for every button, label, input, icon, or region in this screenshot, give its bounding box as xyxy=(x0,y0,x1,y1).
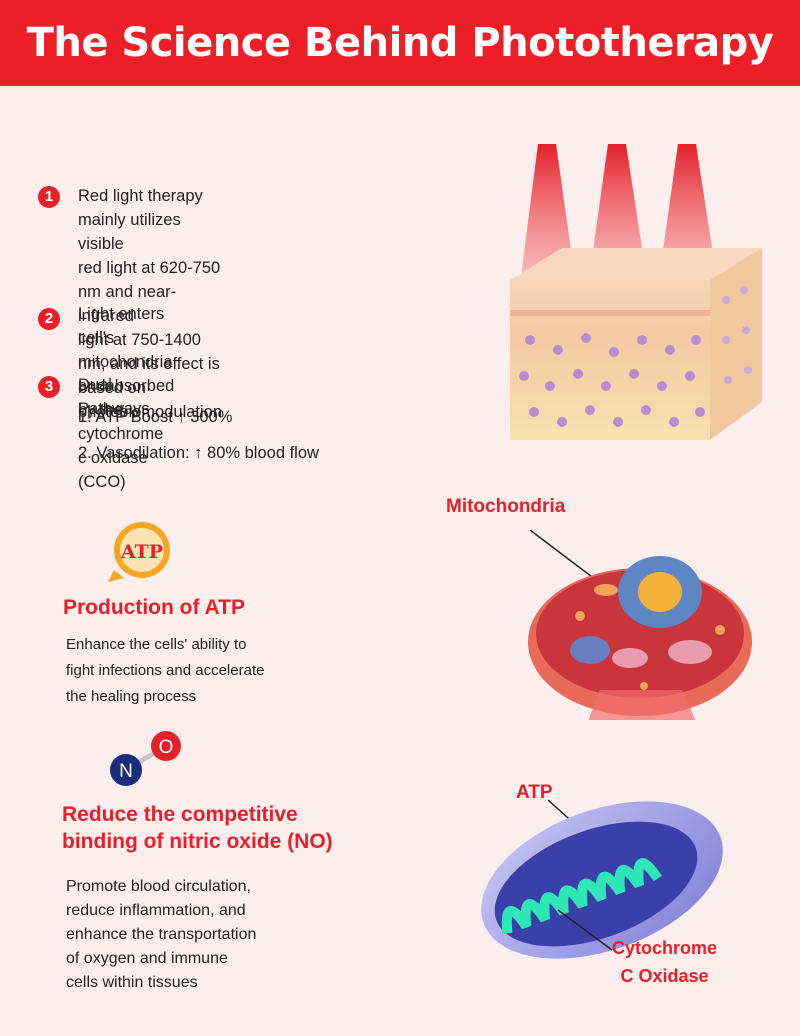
no-section-text: Promote blood circulation, reduce inflam… xyxy=(66,878,257,991)
mitochondrion-illustration xyxy=(481,799,723,959)
atp-badge-icon: ATP xyxy=(108,522,170,582)
pathway-vasodilation: 2. Vasodilation: ↑ 80% blood flow xyxy=(78,444,319,462)
atp-section-title: Production of ATP xyxy=(63,596,245,619)
point-2-text: Light enters cell's mitochondria andabso… xyxy=(78,305,175,491)
pathway-atp-boost: 1. ATP Boost ↑ 300% xyxy=(78,408,233,426)
mitochondria-label: Mitochondria xyxy=(446,496,566,517)
point-3-text: Dual Pathways xyxy=(78,376,150,418)
nitric-oxide-molecule-icon: N O xyxy=(110,731,181,786)
point-3-number: 3 xyxy=(38,376,60,398)
atp-badge-text: ATP xyxy=(120,541,163,563)
atp-label: ATP xyxy=(516,782,553,803)
point-1-text: Red light therapy mainly utilizes visibl… xyxy=(78,187,223,421)
atp-section-text: Enhance the cells' ability to fight infe… xyxy=(66,636,265,705)
skin-tissue-illustration xyxy=(510,144,762,440)
point-2-number: 2 xyxy=(38,308,60,330)
point-1-number: 1 xyxy=(38,186,60,208)
page-title: The Science Behind Phototherapy xyxy=(26,20,774,66)
nitrogen-atom-label: N xyxy=(119,761,133,782)
oxygen-atom-label: O xyxy=(159,737,174,758)
cytochrome-label: Cytochrome C Oxidase xyxy=(612,938,718,986)
cell-illustration xyxy=(528,530,752,720)
header-banner: The Science Behind Phototherapy xyxy=(0,0,800,86)
no-section-title: Reduce the competitive binding of nitric… xyxy=(62,803,333,853)
